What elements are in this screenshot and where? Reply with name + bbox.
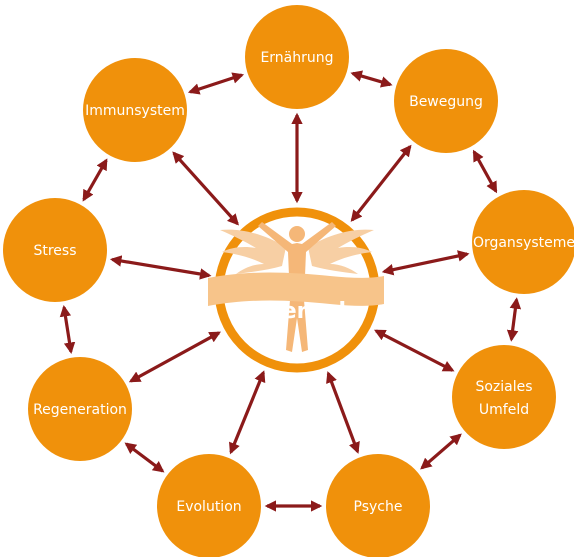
node-label: Psyche [354,499,403,515]
arrow-evolution-center [229,370,266,455]
node-label: Regeneration [33,402,127,418]
node-stress[interactable]: Stress [3,198,107,302]
arrow-bewegung-center [350,144,412,222]
arrow-stress-immunsystem [82,158,108,202]
arrow-immunsystem-center [172,151,240,226]
node-label: Stress [33,243,76,259]
node-label: Soziales [475,379,532,395]
arrow-ernaehrung-bewegung [350,70,393,88]
connection-arrows [59,70,522,512]
arrow-bewegung-organsysteme [472,149,498,194]
arrow-regeneration-stress [59,305,76,354]
arrow-organsysteme-center [381,250,470,276]
node-soziales-umfeld[interactable]: Soziales Umfeld [452,345,556,449]
node-label: Ernährung [260,50,333,66]
arrow-organsysteme-soziales-umfeld [506,297,522,342]
arrow-evolution-regeneration [124,442,165,473]
node-evolution[interactable]: Evolution [157,454,261,557]
node-label: Organsysteme [473,235,574,251]
center-label: Mensch [260,299,354,324]
node-label: Immunsystem [85,103,185,119]
arrow-stress-center [109,255,212,280]
node-label-line2: Umfeld [479,402,529,418]
node-label: Bewegung [409,94,483,110]
center-mensch-emblem: Mensch [208,207,384,373]
arrow-soziales-umfeld-center [374,329,455,372]
node-immunsystem[interactable]: Immunsystem [83,58,187,162]
arrow-immunsystem-ernaehrung [187,72,245,95]
node-organsysteme[interactable]: Organsysteme [472,190,574,294]
arrow-soziales-umfeld-psyche [420,433,462,470]
node-psyche[interactable]: Psyche [326,454,430,557]
node-ernaehrung[interactable]: Ernährung [245,5,349,109]
node-bewegung[interactable]: Bewegung [394,49,498,153]
center-band [208,272,384,306]
node-regeneration[interactable]: Regeneration [28,357,132,461]
arrow-regeneration-center [128,331,221,383]
topic-nodes: Ernährung Bewegung Organsysteme Soziales… [3,5,574,557]
node-label: Evolution [176,499,241,515]
arrow-psyche-center [326,371,360,454]
